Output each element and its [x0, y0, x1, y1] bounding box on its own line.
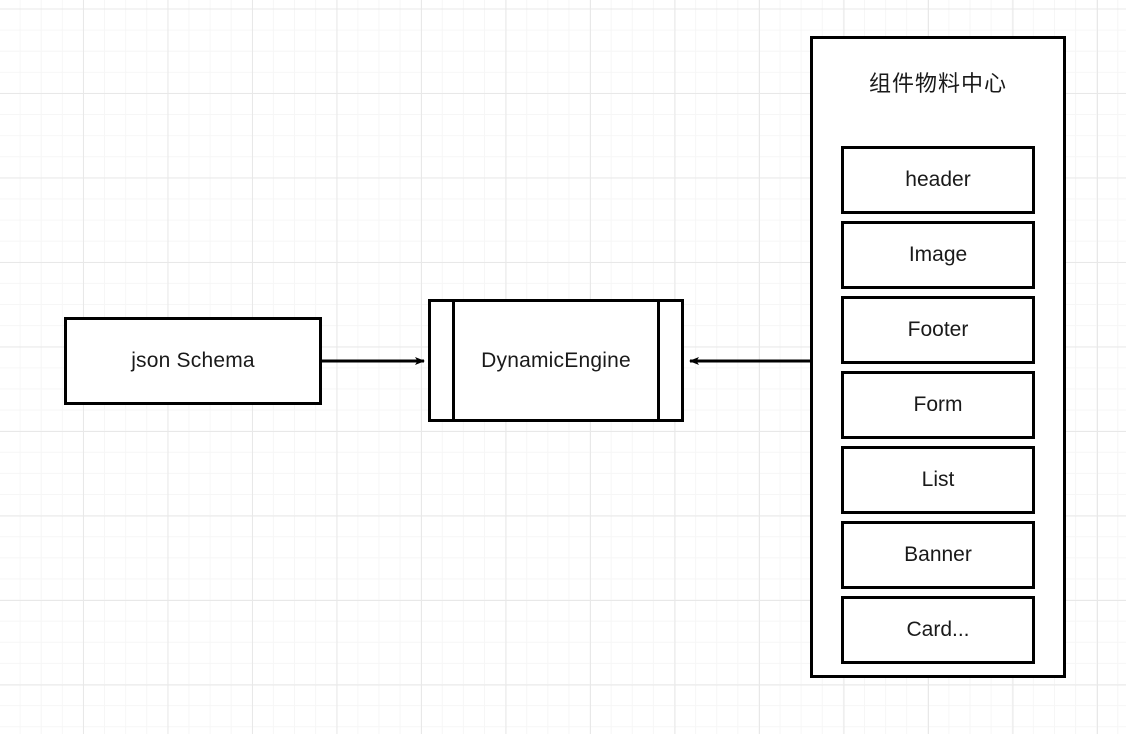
material-item-footer[interactable]: Footer — [841, 296, 1035, 364]
material-item-form[interactable]: Form — [841, 371, 1035, 439]
material-item-label: Banner — [904, 543, 972, 567]
material-item-label: List — [921, 468, 955, 492]
material-item-label: Image — [908, 243, 968, 267]
material-item-label: header — [905, 168, 971, 192]
subroutine-right-rule — [657, 299, 660, 422]
material-item-label: Form — [913, 393, 963, 417]
node-dynamic-engine-label: DynamicEngine — [481, 348, 631, 372]
material-item-label: Footer — [907, 318, 969, 342]
node-json-schema[interactable]: json Schema — [64, 317, 322, 405]
material-center-title: 组件物料中心 — [868, 71, 1007, 96]
material-item-list[interactable]: List — [841, 446, 1035, 514]
subroutine-left-rule — [452, 299, 455, 422]
material-item-card[interactable]: Card... — [841, 596, 1035, 664]
material-item-label: Card... — [906, 618, 970, 642]
material-center-item-list: header Image Footer Form List Banner Car… — [841, 146, 1035, 664]
material-item-banner[interactable]: Banner — [841, 521, 1035, 589]
node-dynamic-engine[interactable]: DynamicEngine — [428, 299, 684, 422]
node-material-center-panel[interactable]: 组件物料中心 header Image Footer Form List Ban… — [810, 36, 1066, 678]
material-item-header[interactable]: header — [841, 146, 1035, 214]
node-json-schema-label: json Schema — [131, 349, 255, 373]
material-item-image[interactable]: Image — [841, 221, 1035, 289]
